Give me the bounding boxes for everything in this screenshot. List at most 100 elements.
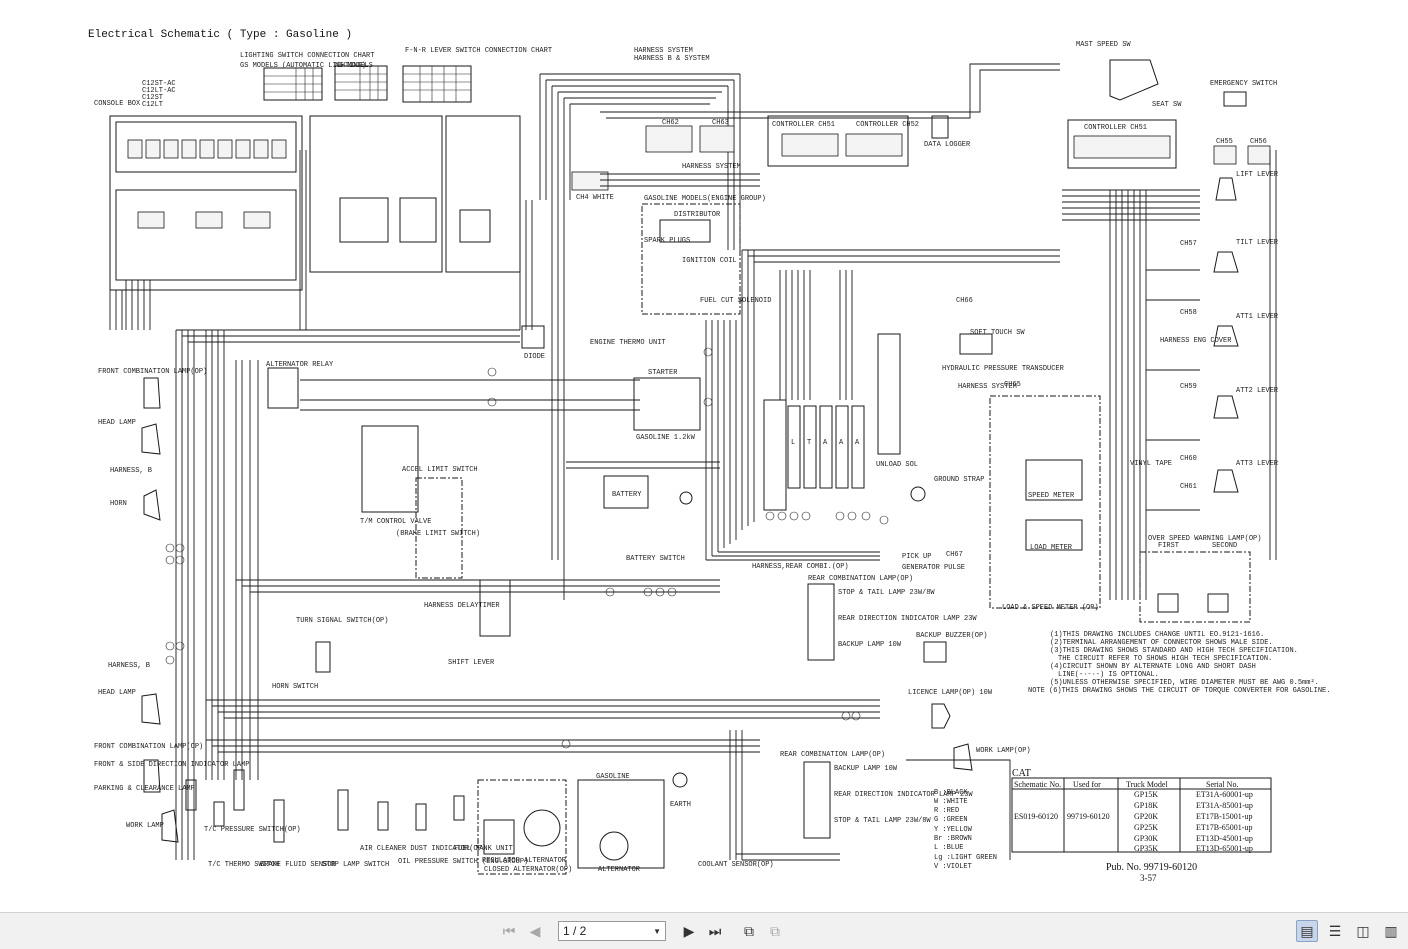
gasoline-12w-label: GASOLINE 1.2kW <box>636 434 696 442</box>
ch66-label: CH66 <box>956 297 973 305</box>
single-page-view-icon[interactable]: ▤ <box>1296 920 1318 942</box>
harness-b-label: HARNESS, B <box>110 467 152 475</box>
color-code: R :RED <box>934 807 959 815</box>
controller-ch52-label: CONTROLLER CH52 <box>856 121 919 129</box>
spark-plugs-label: SPARK PLUGS <box>644 237 690 245</box>
chevron-down-icon: ▼ <box>653 926 661 936</box>
accel-limit-switch-label: ACCEL LIMIT SWITCH <box>402 466 478 474</box>
color-code: B :BLACK <box>934 789 968 797</box>
note-4: THE CIRCUIT REFER TO SHOWS HIGH TECH SPE… <box>1058 655 1272 663</box>
horn-switch-label: HORN SWITCH <box>272 683 318 691</box>
ch62-label: CH62 <box>662 119 679 127</box>
cat-model: GP25K <box>1134 823 1158 832</box>
svg-text:A: A <box>855 439 860 447</box>
next-page-icon[interactable]: ▶ <box>683 922 695 939</box>
first-page-icon[interactable]: ⏮ <box>502 922 516 939</box>
cat-used-for: 99719-60120 <box>1067 812 1110 821</box>
stop-tail2-label: STOP & TAIL LAMP 23W/8W <box>834 817 931 825</box>
console-box-label: CONSOLE BOX <box>94 100 141 108</box>
tpc-pressure-label: T/C PRESSURE SWITCH(OP) <box>204 826 301 834</box>
licence-lamp-label: LICENCE LAMP(OP) 10W <box>908 689 993 697</box>
seat-symbol <box>1109 59 1159 101</box>
stop-lamp-sw-label: STOP LAMP SWITCH <box>322 861 389 869</box>
cat-serial: ET13D-65001-up <box>1196 844 1253 853</box>
unload-sol-label: UNLOAD SOL <box>876 461 918 469</box>
load-meter-label: LOAD METER <box>1030 544 1073 552</box>
note-8: NOTE (6)THIS DRAWING SHOWS THE CIRCUIT O… <box>1028 687 1330 695</box>
cat-serial: ET17B-15001-up <box>1196 812 1252 821</box>
ch63-label: CH63 <box>712 119 729 127</box>
pdf-viewer-toolbar: ⏮ ◀ 1 / 2 ▼ ▶ ⏭ ⧉ ⧉ ▤ ☰ ◫ ▥ <box>0 912 1408 949</box>
gasoline-engine-group <box>641 203 741 315</box>
ch61-label: CH61 <box>1180 483 1197 491</box>
cat-serial: ET13D-45001-up <box>1196 834 1253 843</box>
ch59-label: CH59 <box>1180 383 1197 391</box>
console-label: C12LT-AC <box>142 87 176 95</box>
color-code: G :GREEN <box>934 816 968 824</box>
lighting-chart-ns <box>334 65 388 101</box>
tc-thermo-label: T/C THERMO SWITCH <box>208 861 279 869</box>
cat-model: GP35K <box>1134 844 1158 853</box>
battery-switch-label: BATTERY SWITCH <box>626 555 685 563</box>
cat-serial: ET17B-65001-up <box>1196 823 1252 832</box>
cat-header: Schematic No. <box>1014 780 1061 789</box>
color-code: L :BLUE <box>934 844 963 852</box>
fuel-cut-solenoid-label: FUEL CUT SOLENOID <box>700 297 771 305</box>
note-1: (1)THIS DRAWING INCLUDES CHANGE UNTIL EO… <box>1050 631 1264 639</box>
console-label: C12ST-AC <box>142 80 176 88</box>
harness-b2-label: HARNESS, B <box>108 662 150 670</box>
cat-model: GP15K <box>1134 790 1158 799</box>
second-label: SECOND <box>1212 542 1237 550</box>
closed-alternator-label: CLOSED ALTERNATOR(OP) <box>484 866 572 874</box>
cat-brand: CAT <box>1012 768 1031 779</box>
cat-model: GP20K <box>1134 812 1158 821</box>
att2-lever-label: ATT2 LEVER <box>1236 387 1279 395</box>
backup-buzzer-label: BACKUP BUZZER(OP) <box>916 632 987 640</box>
ground-strap-label: GROUND STRAP <box>934 476 984 484</box>
note-5: (4)CIRCUIT SHOWN BY ALTERNATE LONG AND S… <box>1050 663 1256 671</box>
rear-direction-lamp-label: REAR DIRECTION INDICATOR LAMP 23W <box>838 615 977 623</box>
front-side-lamp-label: FRONT & SIDE DIRECTION INDICATOR LAMP <box>94 761 249 769</box>
air-cleaner-label: AIR CLEANER DUST INDICATOR(OP) <box>360 845 486 853</box>
tilt-lever-label: TILT LEVER <box>1236 239 1279 247</box>
diode-label: DIODE <box>524 353 545 361</box>
ch60-label: CH60 <box>1180 455 1197 463</box>
cat-header: Used for <box>1073 780 1101 789</box>
emergency-switch-label: EMERGENCY SWITCH <box>1210 80 1277 88</box>
alternator-label: ALTERNATOR <box>524 857 567 865</box>
harness-system2-label: HARNESS SYSTEM <box>958 383 1017 391</box>
battery-label: BATTERY <box>612 491 642 499</box>
fnr-chart <box>402 65 472 103</box>
facing-continuous-view-icon[interactable]: ▥ <box>1384 922 1398 939</box>
alternator2-label: ALTERNATOR <box>598 866 641 874</box>
note-lighting-chart: LIGHTING SWITCH CONNECTION CHART <box>240 52 374 60</box>
facing-view-icon[interactable]: ◫ <box>1356 922 1370 939</box>
color-code: W :WHITE <box>934 798 968 806</box>
speed-meter-label: SPEED METER <box>1028 492 1075 500</box>
lift-lever-label: LIFT LEVER <box>1236 171 1279 179</box>
page-selector[interactable]: 1 / 2 ▼ <box>558 921 666 941</box>
cat-table: Schematic No. Used for Truck Model Seria… <box>1011 777 1272 853</box>
prev-page-icon[interactable]: ◀ <box>529 922 541 939</box>
console-label: C12ST <box>142 94 163 102</box>
console-label: C12LT <box>142 101 163 109</box>
history-forward-icon[interactable]: ⧉ <box>770 922 780 939</box>
last-page-icon[interactable]: ⏭ <box>708 922 722 939</box>
note-gs-models: GS MODELS (AUTOMATIC LIGHTING) <box>240 62 366 70</box>
head-lamp2-label: HEAD LAMP <box>98 689 136 697</box>
pub-no: Pub. No. 99719-60120 <box>1106 862 1197 873</box>
color-code: V :VIOLET <box>934 863 972 871</box>
electrical-schematic: Electrical Schematic ( Type : Gasoline )… <box>88 29 1330 883</box>
continuous-view-icon[interactable]: ☰ <box>1328 922 1342 939</box>
coolant-sensor-label: COOLANT SENSOR(OP) <box>698 861 774 869</box>
color-code: Br :BROWN <box>934 835 972 843</box>
view-mode-group: ▤ ☰ ◫ ▥ <box>1296 920 1402 942</box>
history-back-icon[interactable]: ⧉ <box>744 922 754 939</box>
note-7: (5)UNLESS OTHERWISE SPECIFIED, WIRE DIAM… <box>1050 679 1319 687</box>
front-combination2-label: FRONT COMBINATION LAMP(OP) <box>94 743 203 751</box>
engine-thermo-unit-label: ENGINE THERMO UNIT <box>590 339 666 347</box>
document-page: Electrical Schematic ( Type : Gasoline )… <box>88 29 1331 883</box>
harness-system-mid-label: HARNESS SYSTEM <box>682 163 741 171</box>
page-navigation: ⏮ ◀ 1 / 2 ▼ ▶ ⏭ ⧉ ⧉ <box>498 920 786 942</box>
color-code: Lg :LIGHT GREEN <box>934 854 997 862</box>
